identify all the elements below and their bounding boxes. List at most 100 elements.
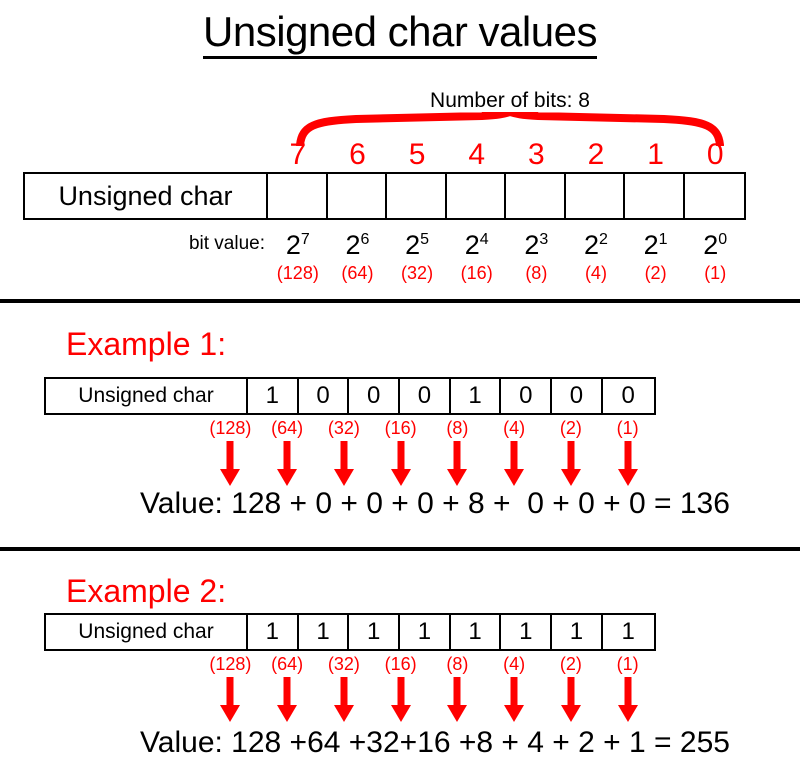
down-arrow-icon [617,677,638,722]
arrow-slot [543,677,600,723]
power-of-two-label: 27 [285,230,310,260]
bit-cell[interactable] [328,174,387,218]
decimal-value-label: (16) [460,263,493,283]
decimal-value-label: (128) [276,263,319,283]
decimal-value-label: (8) [446,418,469,438]
example-2-bit-table: Unsigned char 1 1 1 1 1 1 1 1 [44,613,656,651]
decimal-values-row: (128)(64)(32)(16)(8)(4)(2)(1) [268,262,745,286]
decimal-value-label: (4) [503,654,526,674]
down-arrow-icon [390,441,411,486]
down-arrow-icon [277,677,298,722]
decimal-value-label: (64) [271,654,304,674]
bit-cell[interactable] [625,174,685,218]
bit-cell[interactable] [447,174,506,218]
bit-cell[interactable] [387,174,447,218]
bit-cell[interactable]: 0 [299,379,350,413]
decimal-value-label: (2) [644,263,667,283]
power-of-two-label: 24 [464,230,489,260]
bit-cell[interactable] [268,174,328,218]
decimal-value-label: (8) [525,263,548,283]
arrow-slot [486,441,543,487]
bit-cell[interactable]: 1 [248,379,299,413]
bit-cell[interactable]: 1 [621,618,635,645]
bit-cell[interactable]: 1 [501,615,553,649]
decimal-value-label: (4) [584,263,607,283]
bit-cell[interactable]: 1 [451,615,502,649]
decimal-value-label: (128) [209,654,252,674]
decimal-value-label: (1) [616,418,639,438]
bit-cell[interactable] [685,174,745,218]
example-1-value-equation: Value: 128 + 0 + 0 + 0 + 8 + 0 + 0 + 0 =… [140,487,730,520]
example-2-decimal-values-row: (128)(64)(32)(16)(8)(4)(2)(1) [202,653,656,675]
down-arrow-icon [277,441,298,486]
page-title: Unsigned char values [0,6,800,59]
decimal-value-label: (8) [446,654,469,674]
example-1-decimal-values-row: (128)(64)(32)(16)(8)(4)(2)(1) [202,417,656,439]
bit-cell[interactable]: 1 [299,615,350,649]
power-of-two-label: 26 [345,230,370,260]
bit-cell[interactable]: 1 [451,379,502,413]
bit-cell[interactable]: 1 [349,615,401,649]
arrow-slot [429,677,486,723]
down-arrow-icon [333,677,354,722]
bit-cell[interactable]: 0 [621,382,635,409]
bit-index-label: 0 [706,138,724,171]
decimal-value-label: (32) [327,654,360,674]
bit-cell[interactable]: 0 [501,379,553,413]
bit-index-label: 2 [587,138,605,171]
bit-cell[interactable]: 0 [400,379,451,413]
decimal-value-label: (32) [327,418,360,438]
example-2-arrow-row [202,677,656,723]
red-curly-brace-icon [296,108,724,149]
section-divider [0,547,800,551]
bit-index-label: 1 [647,138,664,171]
unsigned-char-bit-table: Unsigned char [23,172,746,220]
bit-cell[interactable]: 0 [552,379,603,413]
section-divider [0,299,800,303]
arrow-slot [599,677,656,723]
bit-cell[interactable]: 0 [349,379,401,413]
down-arrow-icon [390,677,411,722]
down-arrow-icon [447,441,468,486]
example-1-heading: Example 1: [66,326,227,362]
example-1-bit-table: Unsigned char 1 0 0 0 1 0 0 0 [44,377,656,415]
arrow-slot [429,441,486,487]
down-arrow-icon [504,441,525,486]
arrow-slot [202,441,259,487]
bit-cell[interactable]: 1 [248,615,299,649]
decimal-value-label: (16) [384,654,417,674]
row-label-cell: Unsigned char [25,174,268,218]
down-arrow-icon [617,441,638,486]
bit-index-label: 6 [349,138,366,171]
power-of-two-label: 22 [583,230,608,260]
arrow-slot [372,441,429,487]
decimal-value-label: (2) [559,654,582,674]
arrow-slot [259,441,316,487]
power-of-two-label: 20 [703,230,728,260]
down-arrow-icon [220,677,241,722]
bit-value-label: bit value: [188,233,265,254]
decimal-value-label: (64) [271,418,304,438]
power-of-two-label: 23 [524,230,549,260]
down-arrow-icon [560,677,581,722]
number-of-bits-caption: Number of bits: 8 [430,89,590,112]
bit-cell[interactable]: 1 [400,615,451,649]
arrow-slot [486,677,543,723]
arrow-slot [316,677,373,723]
bit-index-label: 4 [468,138,486,171]
row-label-cell: Unsigned char [46,615,248,649]
decimal-value-label: (32) [401,263,434,283]
bit-cell[interactable]: 1 [552,615,603,649]
bit-index-label: 3 [527,138,545,171]
bit-cell[interactable] [566,174,625,218]
arrow-slot [543,441,600,487]
arrow-slot [316,441,373,487]
example-1-arrow-row [202,441,656,487]
decimal-value-label: (1) [704,263,727,283]
down-arrow-icon [560,441,581,486]
power-of-two-label: 21 [643,230,668,260]
bit-cell[interactable] [506,174,566,218]
arrow-slot [202,677,259,723]
